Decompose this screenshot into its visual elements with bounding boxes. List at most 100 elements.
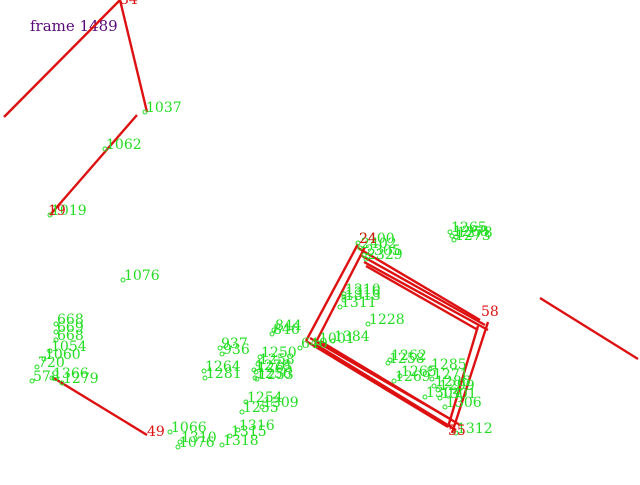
track-point (53, 321, 59, 327)
track-point (255, 361, 261, 367)
track-point (361, 252, 367, 258)
track-id-label: 1279 (63, 371, 99, 387)
track-point (53, 329, 59, 335)
track-point (59, 380, 65, 386)
track-id-label: 640 (301, 336, 328, 352)
track-point (34, 364, 40, 370)
track-id-label: 1062 (106, 137, 142, 153)
track-point (341, 291, 347, 297)
track-id-label: 844 (275, 318, 302, 334)
track-point (431, 383, 437, 389)
track-id-label: 1286 (435, 374, 471, 390)
track-segments (3, 0, 639, 437)
track-point (435, 387, 441, 393)
track-point (41, 356, 47, 362)
track-point (102, 146, 108, 152)
track-id-label: 1315 (231, 424, 267, 440)
track-id-label: 1273 (455, 228, 491, 244)
track-id-label: 1299 (439, 378, 475, 394)
track-id-label: 1250 (261, 345, 297, 361)
track-id-label: 1316 (345, 285, 381, 301)
track-segment (357, 246, 481, 322)
track-id-label: 1271 (433, 367, 469, 383)
track-point (315, 340, 321, 346)
track-point (397, 373, 403, 379)
track-point (365, 321, 371, 327)
track-point (219, 351, 225, 357)
track-point (142, 109, 148, 115)
track-point (357, 245, 363, 251)
track-point (251, 367, 257, 373)
track-endpoint-label: 55 (448, 423, 466, 439)
track-id-label: 1285 (431, 357, 467, 373)
track-id-label: 1265 (451, 220, 487, 236)
track-point (341, 294, 347, 300)
track-id-label: 1311 (341, 295, 377, 311)
track-endpoint-label: 24 (359, 231, 377, 247)
track-point (254, 376, 260, 382)
track-segment (304, 243, 360, 342)
track-id-label: 1310 (181, 430, 217, 446)
track-point (422, 394, 428, 400)
track-point (387, 357, 393, 363)
track-id-label: 1281 (206, 366, 242, 382)
track-point (259, 404, 265, 410)
track-point (257, 354, 263, 360)
track-point (391, 378, 397, 384)
track-id-label: 1316 (239, 418, 275, 434)
track-segment (118, 0, 149, 113)
track-point (442, 404, 448, 410)
track-id-label: 1258 (259, 352, 295, 368)
track-point (271, 327, 277, 333)
track-endpoint-label: 19 (48, 203, 66, 219)
track-id-label: 1254 (247, 390, 283, 406)
track-endpoint-label: 34 (120, 0, 138, 8)
track-id-label: 2329 (367, 247, 403, 263)
track-id-label: 1268 (453, 224, 489, 240)
track-segment (363, 260, 489, 332)
track-point (337, 304, 343, 310)
track-point (47, 212, 53, 218)
track-point (227, 433, 233, 439)
track-id-label: 1228 (369, 312, 405, 328)
track-point (447, 229, 453, 235)
track-id-label: 1001 (319, 331, 355, 347)
track-id-label: 1276 (255, 358, 291, 374)
track-id-label: 1306 (446, 395, 482, 411)
track-id-label: 1037 (146, 100, 182, 116)
track-point (330, 338, 336, 344)
track-id-label: 1253 (258, 367, 294, 383)
track-id-label: 846 (273, 322, 300, 338)
track-segment (3, 0, 121, 118)
track-segment (313, 246, 367, 345)
track-endpoint-label: 58 (481, 304, 499, 320)
track-id-label: 668 (57, 312, 84, 328)
track-id-label: 2305 (365, 243, 401, 259)
track-id-label: 1269 (395, 369, 431, 385)
track-point (53, 337, 59, 343)
track-point (219, 442, 225, 448)
track-id-label: 937 (221, 336, 248, 352)
track-id-label: 2400 (359, 231, 395, 247)
track-id-label: 1313 (345, 288, 381, 304)
track-point (201, 368, 207, 374)
track-id-label: 1264 (205, 359, 241, 375)
track-point (175, 444, 181, 450)
track-id-label: 1278 (457, 225, 493, 241)
track-point (341, 297, 347, 303)
track-endpoint-label: 49 (147, 424, 165, 440)
track-id-label: 668 (57, 328, 84, 344)
track-id-label: 1301 (441, 386, 477, 402)
track-id-label: 669 (57, 320, 84, 336)
track-id-label: 1366 (53, 366, 89, 382)
track-point (437, 395, 443, 401)
track-id-label: 1312 (457, 421, 493, 437)
frame-label: frame 1489 (30, 17, 118, 35)
track-segment (365, 264, 479, 332)
track-segment (446, 325, 480, 428)
track-point (49, 375, 55, 381)
track-id-label: 1265 (257, 360, 293, 376)
track-point (427, 366, 433, 372)
red-point-labels: 34 19 49 24 55 58 (48, 0, 499, 440)
